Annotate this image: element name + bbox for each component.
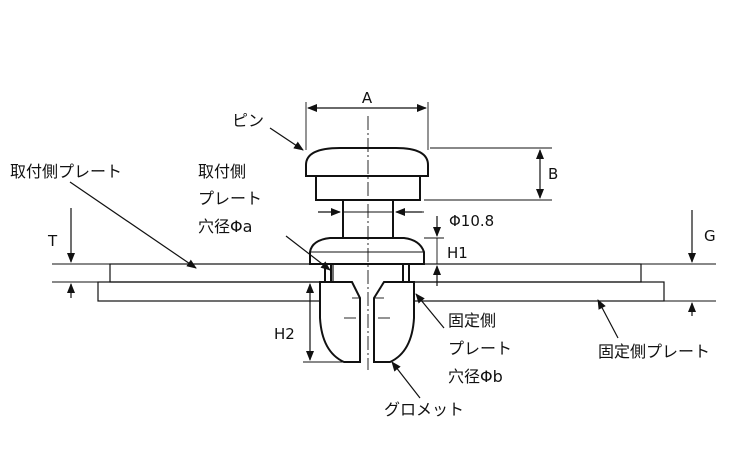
label-mount-plate-text: 取付側プレート [10, 162, 122, 181]
dim-h1: H1 [424, 216, 468, 286]
pin-part [305, 147, 429, 239]
label-pin-text: ピン [232, 111, 264, 130]
dim-a-label: A [362, 89, 373, 107]
label-fixed-hole-line3: 穴径Φb [448, 367, 503, 386]
label-grommet-text: グロメット [384, 400, 464, 419]
dim-t: T [47, 208, 110, 298]
label-fixed-hole-line2: プレート [448, 339, 512, 358]
label-mount-plate: 取付側プレート [10, 162, 197, 269]
label-fixed-plate: 固定側プレート [597, 299, 710, 361]
dim-h2-label: H2 [274, 325, 295, 343]
label-grommet: グロメット [384, 361, 464, 419]
dim-b: B [424, 147, 558, 201]
label-fixed-hole-line1: 固定側 [448, 311, 496, 330]
label-mount-hole-line2: プレート [198, 189, 262, 208]
dim-t-label: T [47, 232, 58, 250]
grommet-collar [309, 237, 425, 283]
label-fixed-plate-text: 固定側プレート [598, 342, 710, 361]
dim-phi: Φ10.8 [318, 208, 494, 230]
dim-a: A [305, 89, 429, 150]
dim-h2: H2 [274, 281, 344, 363]
label-pin: ピン [232, 111, 304, 151]
label-mount-hole: 取付側 プレート 穴径Φa [198, 162, 331, 271]
dim-g: G [641, 210, 716, 316]
label-mount-hole-line3: 穴径Φa [198, 217, 252, 236]
grommet-body [319, 281, 415, 363]
dim-g-label: G [704, 227, 716, 245]
label-mount-hole-line1: 取付側 [198, 162, 246, 181]
dim-b-label: B [548, 165, 558, 183]
mount-plate [109, 263, 642, 283]
label-fixed-hole: 固定側 プレート 穴径Φb [415, 293, 512, 386]
dim-phi-label: Φ10.8 [449, 212, 494, 230]
dim-h1-label: H1 [447, 244, 468, 262]
